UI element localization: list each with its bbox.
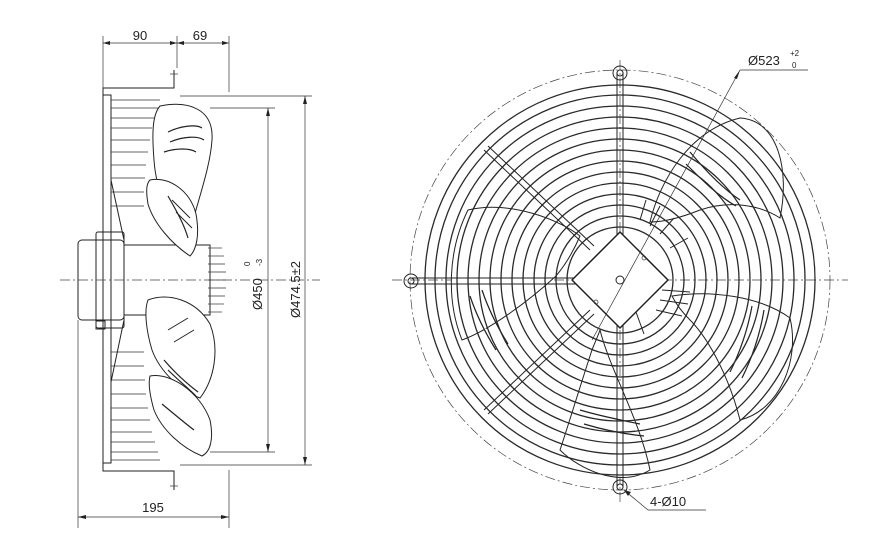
dim-474-label: Ø474.5±2 bbox=[288, 261, 303, 318]
dim-450-tol-upper: 0 bbox=[243, 261, 252, 266]
guard-rings bbox=[424, 84, 816, 476]
top-bracket bbox=[102, 70, 175, 95]
dim-450-tol-lower: -3 bbox=[255, 258, 264, 266]
side-view: 90 69 bbox=[60, 28, 320, 528]
side-blades bbox=[145, 103, 216, 457]
dim-523-tol-upper: +2 bbox=[790, 49, 800, 58]
guard-side-bars bbox=[102, 94, 160, 464]
dim-523-tol-lower: 0 bbox=[792, 61, 797, 70]
front-view: Ø523 +2 0 4-Ø10 bbox=[392, 49, 848, 511]
dim-69-label: 69 bbox=[193, 28, 207, 43]
dim-450-label: Ø450 bbox=[250, 278, 265, 310]
bottom-bracket bbox=[102, 462, 175, 490]
front-blades bbox=[450, 117, 794, 478]
dim-90-label: 90 bbox=[133, 28, 147, 43]
guard-struts bbox=[410, 72, 624, 488]
dim-523-leader bbox=[591, 69, 741, 341]
dim-195-label: 195 bbox=[142, 500, 164, 515]
hub-plate bbox=[571, 231, 669, 329]
dim-holes-label: 4-Ø10 bbox=[650, 494, 686, 509]
dim-523-label: Ø523 bbox=[748, 53, 780, 68]
mounting-tabs bbox=[403, 65, 628, 495]
